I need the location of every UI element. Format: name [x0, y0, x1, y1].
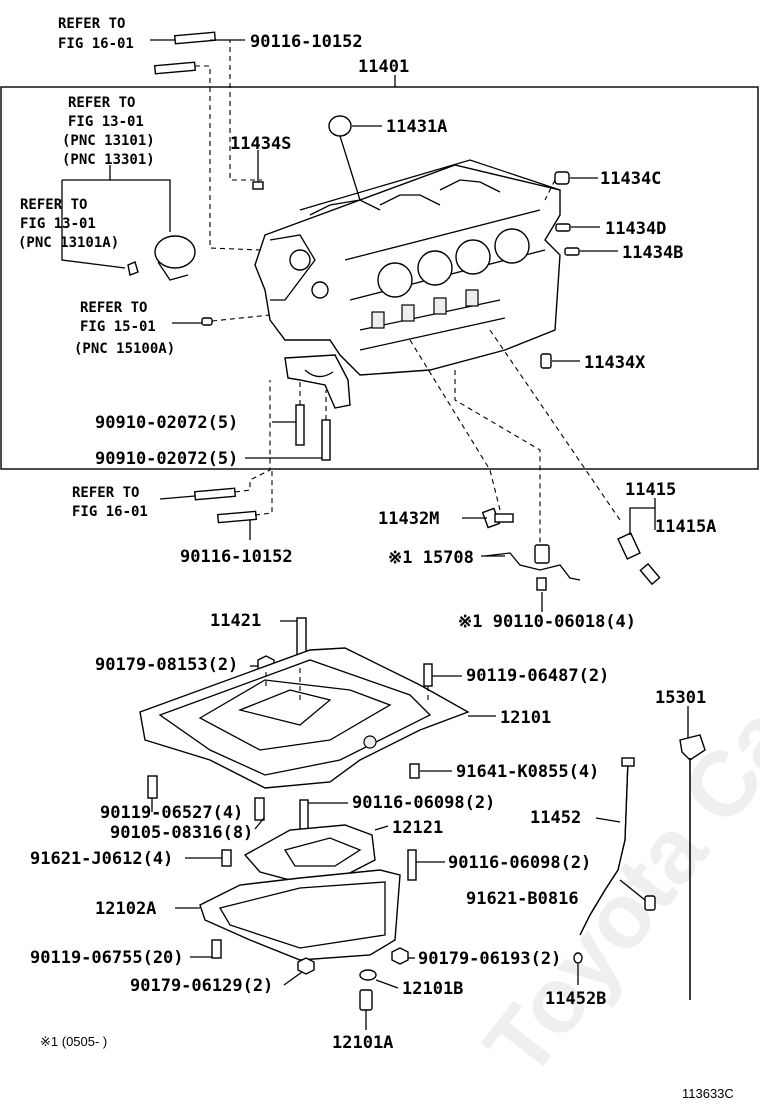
label-12121: 12121 [392, 818, 443, 838]
label-refer-fig1501-2: FIG 15-01 [80, 319, 156, 335]
cylinder-block-icon [254, 159, 561, 376]
gasket-12101B-icon [359, 969, 377, 981]
stud-90116-06098-b-icon [407, 849, 417, 881]
nut-90179-06129-icon [297, 957, 315, 975]
label-11431A: 11431A [386, 117, 447, 137]
label-15301: 15301 [655, 688, 706, 708]
oil-pan-upper-icon [139, 647, 470, 789]
label-11452B: 11452B [545, 989, 606, 1009]
label-91621-B0816: 91621-B0816 [466, 889, 579, 909]
label-90105-08316: 90105-08316(8) [110, 823, 253, 843]
label-11434B: 11434B [622, 243, 683, 263]
clip-icon [127, 261, 139, 276]
label-90110-06018: ※1 90110-06018(4) [458, 612, 636, 632]
label-refer-fig1301b-1: REFER TO [20, 197, 87, 213]
label-refer-fig1601-bot-2: FIG 16-01 [72, 504, 148, 520]
dipstick-icon [679, 734, 706, 1000]
sensor-11432M-icon [481, 507, 514, 529]
label-90910-02072-b: 90910-02072(5) [95, 449, 238, 469]
stud-90116-06098-a-icon [299, 799, 309, 831]
label-90116-06098-b: 90116-06098(2) [448, 853, 591, 873]
label-12102A: 12102A [95, 899, 156, 919]
label-90116-10152-bot: 90116-10152 [180, 547, 293, 567]
label-11415: 11415 [625, 480, 676, 500]
label-11452: 11452 [530, 808, 581, 828]
bolt-icon [295, 404, 331, 461]
label-11434C: 11434C [600, 169, 661, 189]
bolt-91621-B0816-icon [644, 895, 656, 911]
figure-code: 113633C [682, 1086, 734, 1101]
sensor-11415-icon [617, 532, 661, 586]
oil-pan-lower-icon [199, 869, 401, 961]
label-90119-06755: 90119-06755(20) [30, 948, 184, 968]
label-refer-fig1301a-3: (PNC 13101) [62, 133, 155, 149]
label-90179-06193: 90179-06193(2) [418, 949, 561, 969]
label-refer-fig1501-3: (PNC 15100A) [74, 341, 175, 357]
label-12101A: 12101A [332, 1033, 393, 1053]
nut-90179-06193-icon [391, 947, 409, 965]
label-91641-K0855: 91641-K0855(4) [456, 762, 599, 782]
label-15708: ※1 15708 [388, 548, 474, 568]
label-11434S: 11434S [230, 134, 291, 154]
label-90119-06527: 90119-06527(4) [100, 803, 243, 823]
label-refer-fig1601-bot-1: REFER TO [72, 485, 139, 501]
label-refer-fig1601-top-1: REFER TO [58, 16, 125, 32]
label-11434D: 11434D [605, 219, 666, 239]
stud-lower-icon [193, 487, 258, 524]
label-90116-10152-top: 90116-10152 [250, 32, 363, 52]
dowel-icon [201, 317, 213, 326]
plug-11434C-icon [554, 171, 570, 185]
label-12101B: 12101B [402, 979, 463, 999]
label-90910-02072-a: 90910-02072(5) [95, 413, 238, 433]
pipe-15708-icon [484, 552, 581, 581]
label-11434X: 11434X [584, 353, 646, 373]
plug-11434B-icon [564, 247, 580, 256]
label-refer-fig1301a-2: FIG 13-01 [68, 114, 144, 130]
label-90116-06098-a: 90116-06098(2) [352, 793, 495, 813]
bolt-90105-08316-icon [254, 797, 265, 821]
bearing-cap-icon [284, 354, 351, 409]
bolt-90119-06527-icon [147, 775, 158, 799]
oil-baffle-icon [243, 824, 376, 881]
label-11415A: 11415A [655, 517, 716, 537]
plug-11434S-icon [252, 181, 264, 190]
pin-11434X-icon [540, 353, 552, 369]
label-refer-fig1301b-3: (PNC 13101A) [18, 235, 119, 251]
drain-plug-icon [359, 989, 373, 1011]
o-ring-icon [573, 952, 583, 964]
plug-11431A-icon [328, 115, 352, 137]
bolt-91641-icon [409, 763, 420, 779]
label-refer-fig1601-top-2: FIG 16-01 [58, 36, 134, 52]
bolt-91621-J0612-icon [221, 849, 232, 867]
label-90119-06487: 90119-06487(2) [466, 666, 609, 686]
label-refer-fig1301a-1: REFER TO [68, 95, 135, 111]
label-refer-fig1501-1: REFER TO [80, 300, 147, 316]
label-refer-fig1301a-4: (PNC 13301) [62, 152, 155, 168]
cylinder-block-frame [0, 86, 759, 470]
footnote: ※1 (0505- ) [40, 1034, 107, 1049]
dipstick-guide-icon [579, 757, 635, 936]
stud-icon [153, 31, 217, 75]
label-11401: 11401 [358, 57, 409, 77]
label-11421: 11421 [210, 611, 261, 631]
label-refer-fig1301b-2: FIG 13-01 [20, 216, 96, 232]
label-90179-08153: 90179-08153(2) [95, 655, 238, 675]
piston-icon [154, 235, 196, 281]
watermark: Toyota CarMiner.ru [465, 377, 760, 1095]
label-90179-06129: 90179-06129(2) [130, 976, 273, 996]
bolt-90119-06755-icon [211, 939, 222, 959]
plug-11434D-icon [555, 223, 571, 232]
label-11432M: 11432M [378, 509, 439, 529]
bolt-90119-06487-icon [423, 663, 433, 687]
label-12101: 12101 [500, 708, 551, 728]
label-91621-J0612: 91621-J0612(4) [30, 849, 173, 869]
bolt-90110-icon [536, 577, 547, 591]
